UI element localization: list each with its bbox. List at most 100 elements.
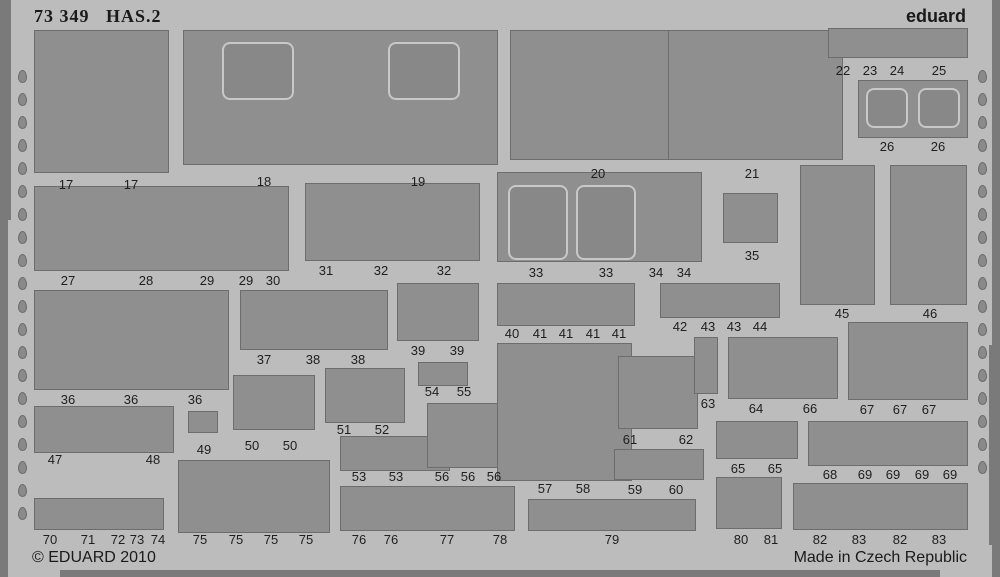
part-number-label: 81 — [763, 532, 779, 547]
teardrop-mark — [18, 300, 27, 313]
part-number-label: 48 — [145, 452, 161, 467]
part-number-label: 29 — [199, 273, 215, 288]
part-number-label: 75 — [228, 532, 244, 547]
part-number-label: 66 — [802, 401, 818, 416]
teardrop-mark — [978, 93, 987, 106]
etched-part — [427, 403, 509, 468]
part-number-label: 69 — [942, 467, 958, 482]
part-number-label: 59 — [627, 482, 643, 497]
part-number-label: 60 — [668, 482, 684, 497]
etched-part — [614, 449, 704, 480]
part-number-label: 69 — [857, 467, 873, 482]
part-number-label: 79 — [604, 532, 620, 547]
part-number-label: 75 — [263, 532, 279, 547]
set-title: 73 349 HAS.2 — [34, 6, 162, 27]
etched-part — [716, 477, 782, 529]
fret-edge — [989, 345, 992, 545]
etched-part — [618, 356, 698, 429]
etched-part — [848, 322, 968, 400]
etched-part — [497, 283, 635, 326]
etched-part — [240, 290, 388, 350]
teardrop-mark — [978, 300, 987, 313]
part-number-label: 38 — [350, 352, 366, 367]
part-number-label: 49 — [196, 442, 212, 457]
teardrop-mark — [978, 438, 987, 451]
part-number-label: 33 — [528, 265, 544, 280]
part-number-label: 24 — [889, 63, 905, 78]
window-frame-part — [508, 185, 568, 260]
part-number-label: 28 — [138, 273, 154, 288]
part-number-label: 72 — [110, 532, 126, 547]
part-number-label: 37 — [256, 352, 272, 367]
teardrop-mark — [18, 70, 27, 83]
part-number-label: 44 — [752, 319, 768, 334]
set-code: 73 349 — [34, 6, 90, 26]
teardrop-mark — [18, 392, 27, 405]
part-number-label: 38 — [305, 352, 321, 367]
etched-part — [828, 28, 968, 58]
part-number-label: 67 — [921, 402, 937, 417]
teardrop-mark — [978, 346, 987, 359]
origin-text: Made in Czech Republic — [793, 549, 967, 566]
part-number-label: 52 — [374, 422, 390, 437]
etched-part — [528, 499, 696, 531]
part-number-label: 34 — [648, 265, 664, 280]
etched-part — [305, 183, 480, 261]
part-number-label: 23 — [862, 63, 878, 78]
etched-part — [808, 421, 968, 466]
fret-edge — [8, 0, 11, 220]
part-number-label: 53 — [388, 469, 404, 484]
teardrop-mark — [18, 346, 27, 359]
part-number-label: 69 — [914, 467, 930, 482]
fret-edge — [0, 0, 8, 577]
part-number-label: 74 — [150, 532, 166, 547]
part-number-label: 21 — [744, 166, 760, 181]
part-number-label: 82 — [812, 532, 828, 547]
part-number-label: 32 — [373, 263, 389, 278]
part-number-label: 39 — [449, 343, 465, 358]
part-number-label: 34 — [676, 265, 692, 280]
part-number-label: 83 — [851, 532, 867, 547]
teardrop-mark — [18, 231, 27, 244]
teardrop-mark — [18, 162, 27, 175]
part-number-label: 41 — [611, 326, 627, 341]
part-number-label: 58 — [575, 481, 591, 496]
teardrop-mark — [978, 185, 987, 198]
etched-part — [793, 483, 968, 530]
part-number-label: 75 — [192, 532, 208, 547]
etched-part — [34, 406, 174, 453]
part-number-label: 77 — [439, 532, 455, 547]
part-number-label: 78 — [492, 532, 508, 547]
part-number-label: 29 — [238, 273, 254, 288]
part-number-label: 35 — [744, 248, 760, 263]
etched-part — [800, 165, 875, 305]
copyright: © EDUARD 2010 — [32, 549, 156, 566]
etched-part — [497, 343, 632, 481]
model-name: HAS.2 — [106, 6, 162, 26]
window-frame-part — [222, 42, 294, 100]
teardrop-mark — [978, 254, 987, 267]
part-number-label: 76 — [383, 532, 399, 547]
teardrop-mark — [18, 116, 27, 129]
teardrop-mark — [18, 461, 27, 474]
part-number-label: 33 — [598, 265, 614, 280]
part-number-label: 22 — [835, 63, 851, 78]
part-number-label: 67 — [892, 402, 908, 417]
part-number-label: 32 — [436, 263, 452, 278]
part-number-label: 80 — [733, 532, 749, 547]
part-number-label: 41 — [532, 326, 548, 341]
part-number-label: 40 — [504, 326, 520, 341]
window-frame-part — [388, 42, 460, 100]
part-number-label: 43 — [726, 319, 742, 334]
teardrop-mark — [18, 415, 27, 428]
teardrop-mark — [18, 185, 27, 198]
etched-part — [340, 486, 515, 531]
teardrop-mark — [978, 139, 987, 152]
teardrop-mark — [978, 277, 987, 290]
part-number-label: 39 — [410, 343, 426, 358]
teardrop-mark — [978, 70, 987, 83]
part-number-label: 67 — [859, 402, 875, 417]
part-number-label: 50 — [244, 438, 260, 453]
teardrop-mark — [18, 93, 27, 106]
part-number-label: 73 — [129, 532, 145, 547]
